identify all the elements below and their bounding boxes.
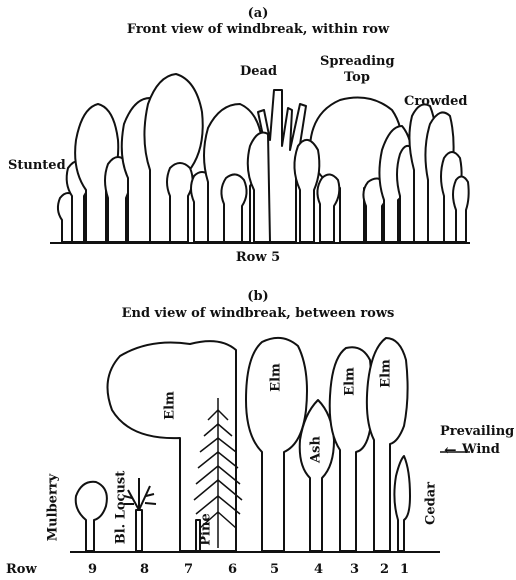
row-number-4: 4 [314, 562, 323, 577]
tree-cedar [394, 456, 410, 551]
tree-a-10 [294, 140, 319, 242]
tree-locust-trunk [136, 510, 142, 551]
row-number-8: 8 [140, 562, 149, 577]
tree-a-11 [317, 174, 339, 242]
row-number-1: 1 [400, 562, 409, 577]
tree-a-5 [167, 163, 193, 242]
tree-a-crowded-6 [453, 176, 469, 242]
row-number-6: 6 [228, 562, 237, 577]
label-locust: Bl. Locust [114, 463, 129, 553]
label-cedar: Cedar [424, 479, 439, 529]
row-number-3: 3 [350, 562, 359, 577]
label-elm-7: Elm [163, 386, 178, 426]
row-number-2: 2 [380, 562, 389, 577]
label-mulberry: Mulberry [46, 463, 61, 553]
label-pine: Pine [199, 510, 214, 550]
label-elm-5: Elm [269, 358, 284, 398]
label-elm-2: Elm [379, 354, 394, 394]
wind-label-line1: Prevailing [440, 424, 514, 439]
wind-label-line2: Wind [462, 442, 500, 457]
label-elm-3: Elm [343, 362, 358, 402]
tree-locust-branches [124, 478, 156, 510]
row-number-5: 5 [270, 562, 279, 577]
tree-a-9 [248, 133, 270, 243]
tree-mulberry [76, 482, 107, 551]
tree-ash [300, 400, 334, 551]
row-axis-label: Row [6, 562, 37, 577]
wind-arrow-icon: ← [444, 441, 457, 459]
label-ash: Ash [309, 430, 324, 470]
row-number-9: 9 [88, 562, 97, 577]
row-number-7: 7 [184, 562, 193, 577]
tree-a-8 [221, 174, 246, 242]
